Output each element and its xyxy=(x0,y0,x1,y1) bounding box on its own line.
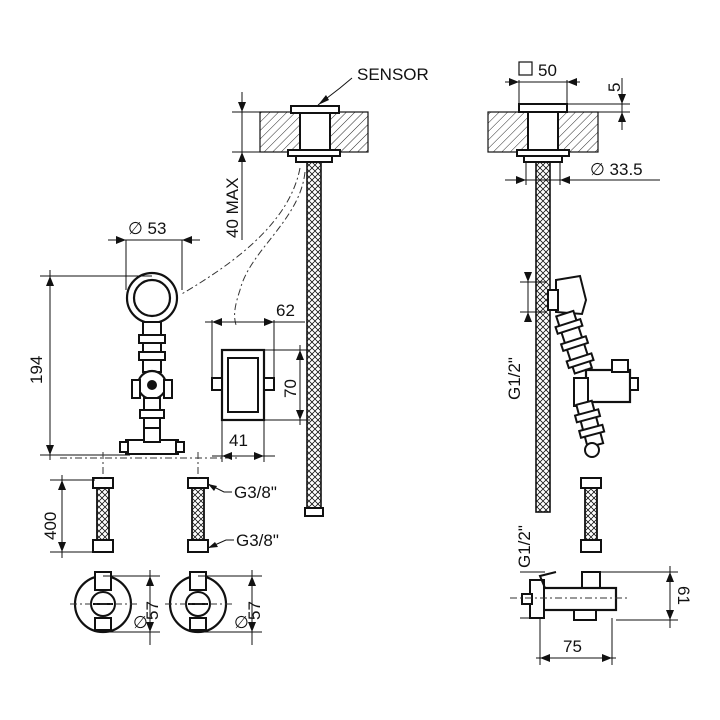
right-view: 50 5 ∅ 33.5 xyxy=(487,61,693,665)
dim-53-label: ∅ 53 xyxy=(128,219,166,238)
sensor-hose-left xyxy=(306,161,322,513)
dim-sq50-label: 50 xyxy=(538,61,557,80)
g12-upper-label: G1/2" xyxy=(505,357,524,400)
sensor-hose-right xyxy=(535,161,551,513)
handle-side xyxy=(555,274,588,316)
svg-text:∅: ∅ xyxy=(133,613,148,632)
valve-block-side xyxy=(584,368,632,404)
g38-top-label: G3/8" xyxy=(234,483,277,502)
svg-text:∅: ∅ xyxy=(234,613,249,632)
dim-5-label: 5 xyxy=(605,83,624,92)
dim-335-label: ∅ 33.5 xyxy=(590,160,643,179)
dim-62-label: 62 xyxy=(276,301,295,320)
stop-valve-right xyxy=(168,571,228,634)
dim-400-label: 400 xyxy=(41,512,60,540)
stop-valve-left xyxy=(73,571,133,634)
dim-70-label: 70 xyxy=(281,379,300,398)
flex-hose-side xyxy=(580,477,602,553)
dim-41-label: 41 xyxy=(229,431,248,450)
dim-61-label: 61 xyxy=(674,586,693,605)
flex-hose-right xyxy=(187,477,209,553)
dim-57-right-label: 57 xyxy=(245,601,264,620)
flex-hose-left xyxy=(92,477,114,553)
sensor-cap-left xyxy=(290,105,340,114)
g38-bottom-label: G3/8" xyxy=(236,531,279,550)
dim-40max-label: 40 MAX xyxy=(223,178,242,238)
g12-lower-label: G1/2" xyxy=(515,525,534,568)
cable-dashed xyxy=(179,167,301,296)
dim-57-left-label: 57 xyxy=(143,601,162,620)
left-view: SENSOR 40 MAX ∅ 53 xyxy=(27,65,429,645)
sensor-body-right xyxy=(527,111,559,153)
dim-194-label: 194 xyxy=(27,356,46,384)
sensor-body-left xyxy=(299,111,331,153)
handle-stem xyxy=(142,321,162,373)
angle-valve-side xyxy=(521,571,618,621)
dim-75-label: 75 xyxy=(563,637,582,656)
sensor-label: SENSOR xyxy=(357,65,429,84)
